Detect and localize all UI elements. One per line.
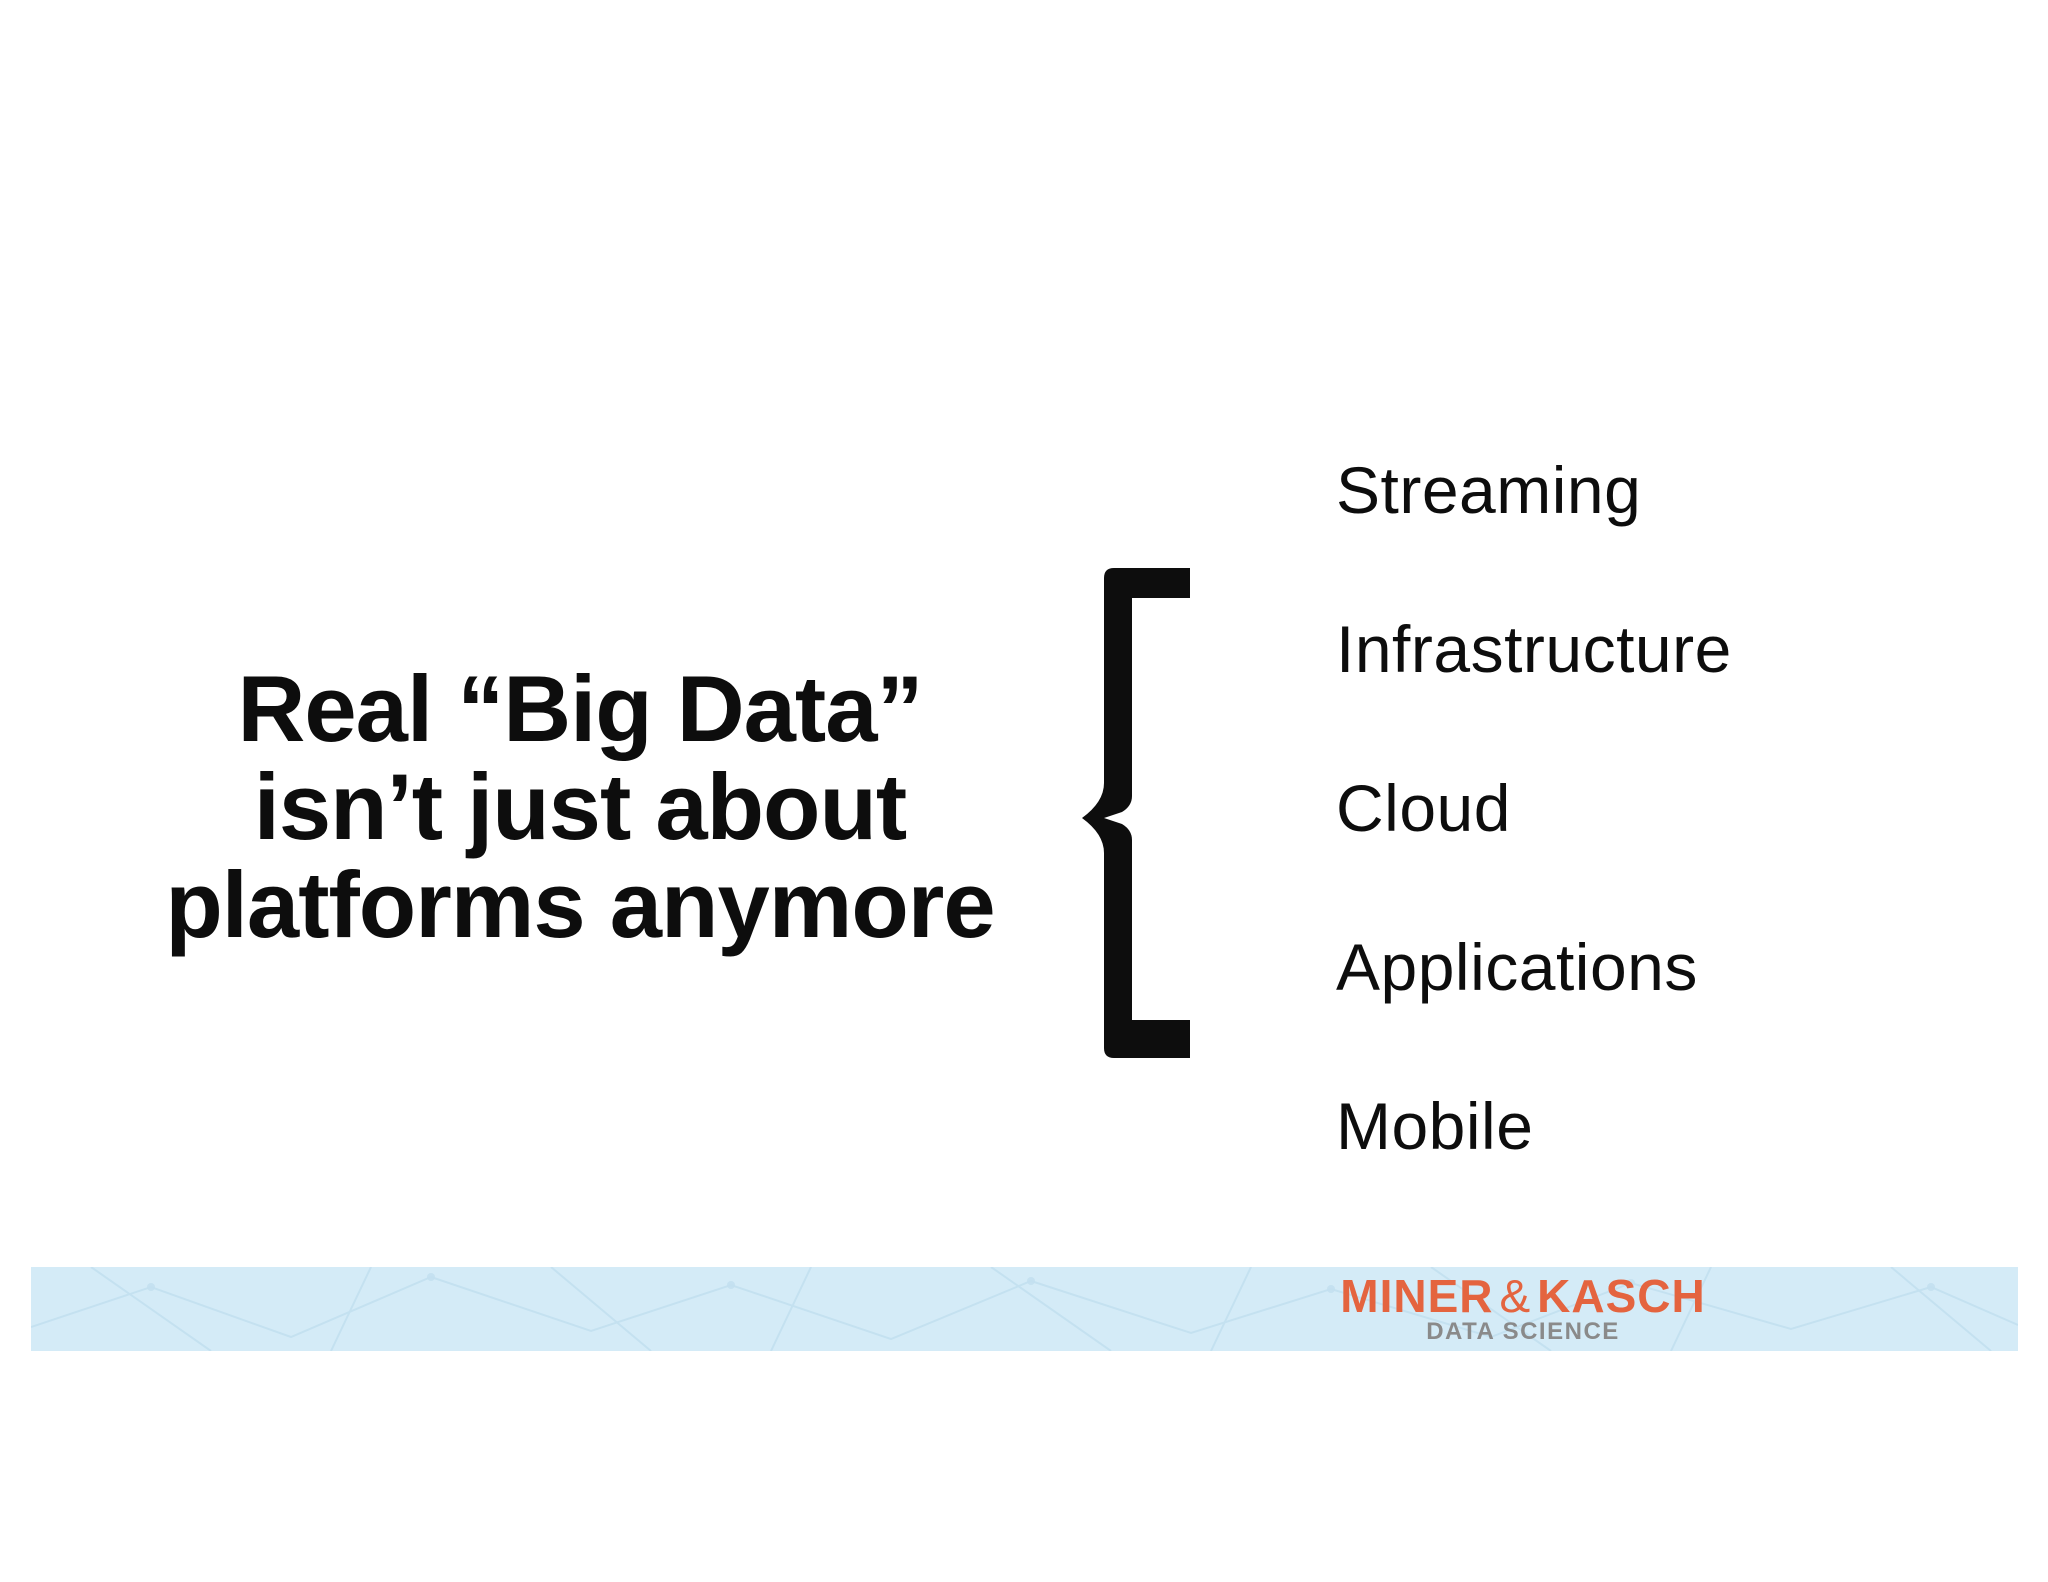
network-pattern-background <box>31 1267 2018 1351</box>
logo-tagline: DATA SCIENCE <box>1426 1318 1620 1345</box>
curly-brace-icon <box>1082 568 1190 1058</box>
logo-name-part2: KASCH <box>1537 1270 1706 1322</box>
topic-streaming: Streaming <box>1336 453 1642 527</box>
logo-name-part1: MINER <box>1340 1270 1494 1322</box>
topic-list: Streaming Infrastructure Cloud Applicati… <box>1336 455 1732 1250</box>
footer-band: MINER&KASCH DATA SCIENCE <box>31 1267 2018 1351</box>
headline-line-3: platforms anymore <box>165 852 995 957</box>
logo-ampersand: & <box>1499 1270 1532 1322</box>
topic-applications: Applications <box>1336 930 1698 1004</box>
headline-line-1: Real “Big Data” <box>237 656 924 761</box>
company-logo: MINER&KASCH DATA SCIENCE <box>1293 1271 1753 1345</box>
topic-mobile: Mobile <box>1336 1089 1534 1163</box>
headline-line-2: isn’t just about <box>253 754 907 859</box>
headline: Real “Big Data” isn’t just about platfor… <box>100 660 1060 954</box>
logo-wordmark: MINER&KASCH <box>1293 1271 1753 1321</box>
topic-infrastructure: Infrastructure <box>1336 612 1732 686</box>
topic-cloud: Cloud <box>1336 771 1511 845</box>
